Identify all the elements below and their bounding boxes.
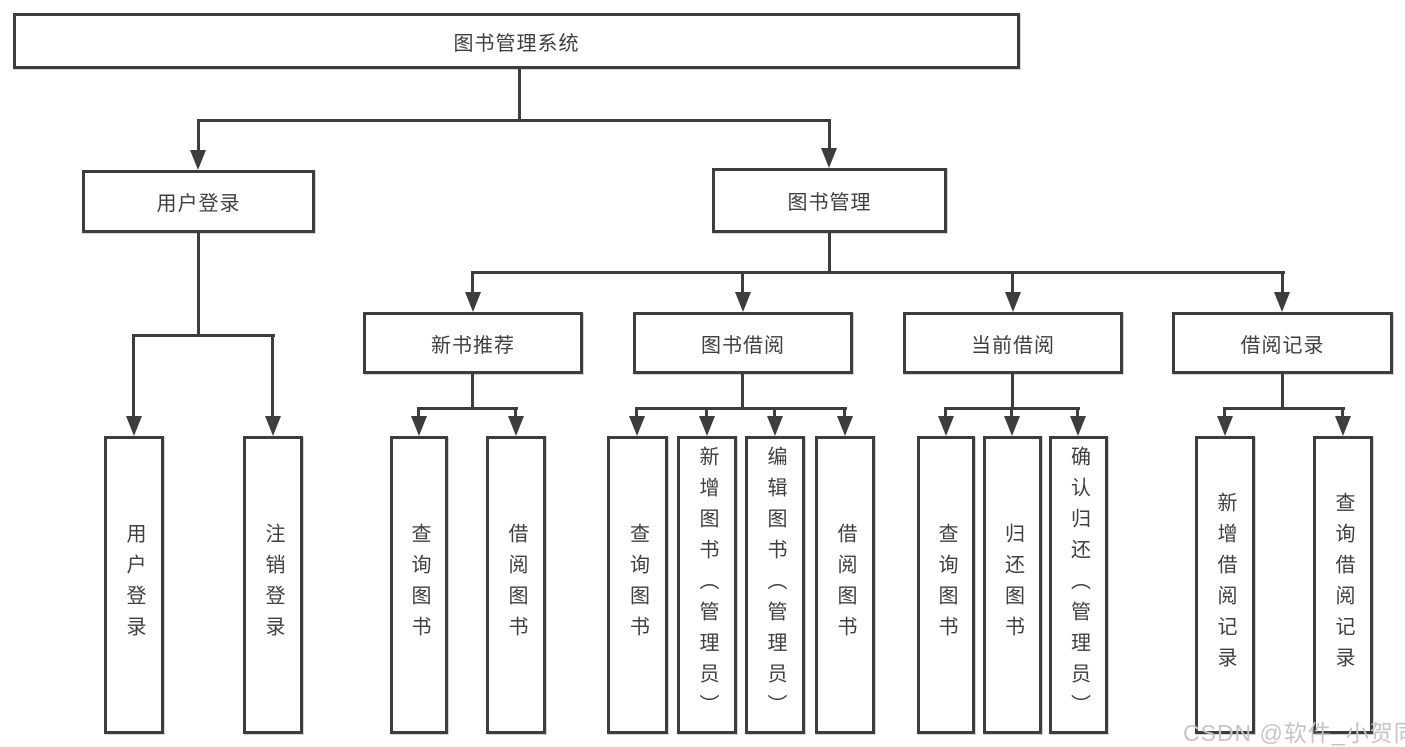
leaf-label: 查询图书 — [408, 523, 430, 647]
arrowhead-book-management — [821, 148, 837, 168]
leaf-borrow-query-books: 查询图书 — [607, 436, 668, 734]
leaf-label: 新增图书（管理员） — [696, 445, 718, 725]
node-label: 图书管理系统 — [453, 32, 580, 55]
connector-to-leaf-rec2 — [514, 407, 517, 418]
connector-to-current — [1011, 271, 1014, 294]
connector-bookmgmt-stem — [828, 233, 831, 274]
leaf-records-query-record: 查询借阅记录 — [1313, 436, 1373, 734]
leaf-label: 查询借阅记录 — [1332, 492, 1354, 678]
arrowhead-borrow — [735, 292, 751, 312]
node-root-library-system: 图书管理系统 — [13, 13, 1020, 69]
connector-to-leaf-bw3 — [773, 407, 776, 418]
node-book-management: 图书管理 — [712, 168, 947, 233]
node-new-book-recommend: 新书推荐 — [363, 312, 583, 374]
node-label: 图书管理 — [787, 192, 872, 214]
arrowhead-leaf-cur2 — [1004, 416, 1020, 436]
leaf-records-add-record: 新增借阅记录 — [1195, 436, 1255, 734]
node-user-login: 用户登录 — [82, 170, 315, 233]
leaf-label: 借阅图书 — [834, 523, 856, 647]
csdn-watermark: CSDN @软件_小贺同学 — [1183, 720, 1405, 746]
connector-to-leaf-rc1 — [1223, 407, 1226, 418]
arrowhead-leaf-rec2 — [508, 416, 524, 436]
connector-root-rail — [197, 119, 831, 122]
node-label: 新书推荐 — [431, 334, 515, 357]
leaf-label: 用户登录 — [123, 523, 145, 647]
connector-recommend-rail — [417, 407, 518, 410]
arrowhead-leaf-logout — [265, 416, 281, 436]
arrowhead-leaf-bw1 — [629, 416, 645, 436]
leaf-label: 归还图书 — [1001, 523, 1024, 647]
leaf-label: 注销登录 — [262, 523, 284, 647]
node-label: 图书借阅 — [701, 334, 785, 357]
arrowhead-leaf-cur3 — [1070, 416, 1086, 436]
arrowhead-leaf-bw4 — [837, 416, 853, 436]
leaf-label: 新增借阅记录 — [1214, 492, 1236, 678]
connector-to-borrow — [741, 271, 744, 294]
arrowhead-leaf-rc2 — [1335, 416, 1351, 436]
leaf-label: 确认归还（管理员） — [1067, 445, 1090, 725]
leaf-user-login: 用户登录 — [104, 436, 164, 734]
leaf-current-return-books: 归还图书 — [983, 436, 1042, 734]
connector-to-leaf-cur1 — [944, 407, 947, 418]
connector-login-stem — [197, 233, 200, 336]
connector-to-recommend — [471, 271, 474, 294]
connector-records-stem — [1281, 374, 1284, 410]
arrowhead-current — [1005, 292, 1021, 312]
leaf-recommend-query-books: 查询图书 — [390, 436, 448, 734]
leaf-label: 编辑图书（管理员） — [764, 445, 786, 725]
connector-login-rail — [132, 334, 275, 337]
leaf-borrow-edit-books-admin: 编辑图书（管理员） — [745, 436, 805, 734]
arrowhead-user-login — [190, 150, 206, 170]
connector-to-records — [1281, 271, 1284, 294]
connector-current-stem — [1011, 374, 1014, 410]
arrowhead-records — [1274, 292, 1290, 312]
node-book-borrow: 图书借阅 — [633, 312, 853, 374]
connector-to-leaf-bw1 — [635, 407, 638, 418]
connector-to-leaf-cur3 — [1076, 407, 1079, 418]
connector-to-leaf-rc2 — [1341, 407, 1344, 418]
connector-to-user-login — [197, 119, 200, 152]
connector-recommend-stem — [471, 374, 474, 410]
arrowhead-leaf-cur1 — [938, 416, 954, 436]
connector-bookmgmt-rail — [471, 271, 1285, 274]
arrowhead-leaf-rec1 — [411, 416, 427, 436]
leaf-current-confirm-return-admin: 确认归还（管理员） — [1049, 436, 1108, 734]
leaf-current-query-books: 查询图书 — [917, 436, 975, 734]
connector-to-leaf-cur2 — [1010, 407, 1013, 418]
connector-records-rail — [1223, 407, 1345, 410]
leaf-label: 查询图书 — [935, 523, 957, 647]
node-label: 当前借阅 — [971, 334, 1055, 357]
leaf-recommend-borrow-books: 借阅图书 — [486, 436, 546, 734]
arrowhead-recommend — [465, 292, 481, 312]
connector-borrow-stem — [741, 374, 744, 410]
connector-to-leaf-user-login — [132, 334, 135, 418]
leaf-borrow-add-books-admin: 新增图书（管理员） — [677, 436, 737, 734]
node-current-borrow: 当前借阅 — [903, 312, 1123, 374]
leaf-logout: 注销登录 — [243, 436, 303, 734]
node-borrow-records: 借阅记录 — [1172, 312, 1393, 374]
node-label: 借阅记录 — [1240, 334, 1325, 357]
arrowhead-leaf-user-login — [126, 416, 142, 436]
connector-to-book-management — [828, 119, 831, 150]
arrowhead-leaf-bw2 — [699, 416, 715, 436]
leaf-label: 查询图书 — [626, 523, 649, 647]
connector-root-stem — [518, 66, 521, 122]
connector-to-leaf-logout — [271, 334, 274, 418]
connector-to-leaf-bw4 — [843, 407, 846, 418]
connector-to-leaf-rec1 — [417, 407, 420, 418]
node-label: 用户登录 — [156, 193, 241, 215]
arrowhead-leaf-bw3 — [767, 416, 783, 436]
connector-to-leaf-bw2 — [705, 407, 708, 418]
leaf-label: 借阅图书 — [505, 523, 527, 647]
arrowhead-leaf-rc1 — [1217, 416, 1233, 436]
leaf-borrow-borrow-books: 借阅图书 — [815, 436, 875, 734]
connector-borrow-rail — [635, 407, 847, 410]
